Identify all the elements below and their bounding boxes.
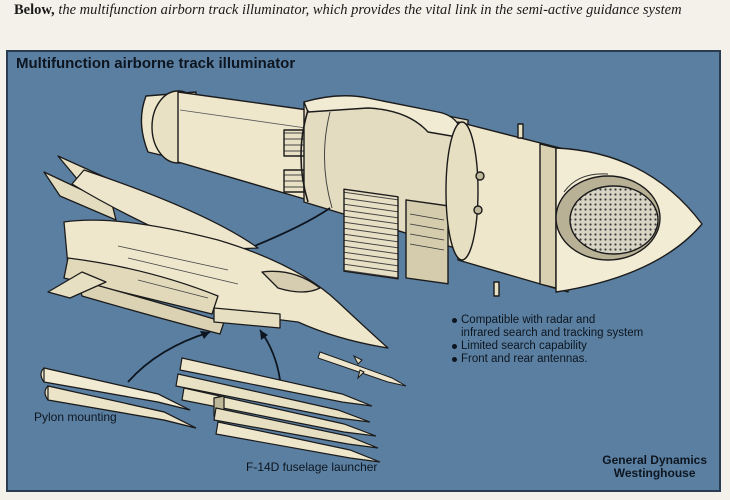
credit-block: General Dynamics Westinghouse xyxy=(602,454,707,480)
illuminator-pod xyxy=(140,90,703,297)
small-missile xyxy=(317,351,407,387)
pylon-mounting-label: Pylon mounting xyxy=(34,410,117,424)
capability-item: Front and rear antennas. xyxy=(452,353,643,366)
pod-antenna-top xyxy=(517,123,524,139)
capability-item: Limited search capability xyxy=(452,340,643,353)
capability-item: Compatible with radar and xyxy=(452,314,643,327)
pylon-arrow xyxy=(127,331,211,383)
panel-title: Multifunction airborne track illuminator xyxy=(16,55,296,72)
pod-antenna-array xyxy=(569,185,659,255)
figure-caption: Below, the multifunction airborn track i… xyxy=(14,2,719,18)
credit-line-1: General Dynamics xyxy=(602,453,707,467)
pod-antenna-bottom xyxy=(493,281,500,297)
illustration-panel: Multifunction airborne track illuminator xyxy=(6,50,721,492)
capability-list: Compatible with radar and infrared searc… xyxy=(452,314,643,366)
caption-text: the multifunction airborn track illumina… xyxy=(54,2,682,18)
aircraft-illustration xyxy=(43,155,389,349)
pod-electronics-module xyxy=(405,199,449,285)
fuselage-launcher-label: F-14D fuselage launcher xyxy=(246,460,378,474)
fuselage-launcher-stores xyxy=(175,357,381,463)
credit-line-2: Westinghouse xyxy=(613,466,696,480)
pylon-mounting-stores xyxy=(40,367,197,429)
pod-electronics-rack xyxy=(343,188,399,280)
illustration-artwork xyxy=(40,90,703,463)
capability-item-continued: infrared search and tracking system xyxy=(461,327,644,339)
caption-lead: Below, xyxy=(14,2,55,18)
aircraft-canopy xyxy=(261,270,321,293)
pod-rear-grille-lower xyxy=(283,169,305,193)
